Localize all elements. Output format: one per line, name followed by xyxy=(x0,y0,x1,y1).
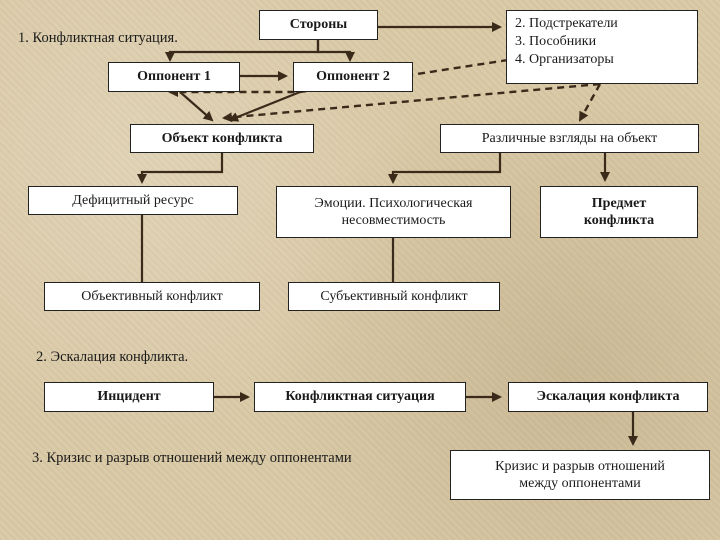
conflict-object-box: Объект конфликта xyxy=(130,124,314,153)
different-views-label: Различные взгляды на объект xyxy=(481,130,658,146)
incident-box: Инцидент xyxy=(44,382,214,412)
conflict-situation-box: Конфликтная ситуация xyxy=(254,382,466,412)
section-3-label: 3. Кризис и разрыв отношений между оппон… xyxy=(32,450,352,466)
section-1-label: 1. Конфликтная ситуация. xyxy=(18,30,178,46)
line-object-deficit xyxy=(137,152,224,184)
opponent-2-box: Оппонент 2 xyxy=(293,62,413,92)
section-2-label: 2. Эскалация конфликта. xyxy=(36,349,189,365)
emotions-box: Эмоции. Психологическая несовместимость xyxy=(276,186,511,238)
conflict-subject-box: Предмет конфликта xyxy=(540,186,698,238)
opponent-2-label: Оппонент 2 xyxy=(316,69,390,85)
arrow-opponent2-object xyxy=(228,90,301,122)
dashed-arrow-participants-views xyxy=(578,83,602,122)
arrow-opponent1-object xyxy=(179,91,214,122)
participant-accomplices: 3. Пособники xyxy=(515,34,597,50)
participant-organizers: 4. Организаторы xyxy=(515,52,614,68)
participant-instigators: 2. Подстрекатели xyxy=(515,16,618,31)
opponent-1-label: Оппонент 1 xyxy=(137,69,211,85)
escalation-label: Эскалация конфликта xyxy=(536,389,680,405)
objective-conflict-box: Объективный конфликт xyxy=(44,282,260,311)
arrow-parties-opponent1 xyxy=(165,40,320,62)
opponent-1-box: Оппонент 1 xyxy=(108,62,240,92)
dashed-arrow-participants-opponent1 xyxy=(168,58,509,97)
conflict-situation-label: Конфликтная ситуация xyxy=(285,389,435,405)
line-views-emotions xyxy=(388,153,502,184)
different-views-box: Различные взгляды на объект xyxy=(440,124,699,153)
crisis-line-2: между оппонентами xyxy=(519,476,641,491)
deficit-resource-box: Дефицитный ресурс xyxy=(28,186,238,215)
subjective-conflict-label: Субъективный конфликт xyxy=(320,288,468,304)
conflict-subject-line-1: Предмет xyxy=(591,195,647,211)
emotions-line-2: несовместимость xyxy=(341,213,446,228)
parties-label: Стороны xyxy=(289,17,348,33)
objective-conflict-label: Объективный конфликт xyxy=(81,288,223,304)
participants-box: 2. Подстрекатели 3. Пособники 4. Организ… xyxy=(506,10,698,84)
dashed-arrow-participants-object xyxy=(222,82,601,123)
parties-box: Стороны xyxy=(259,10,378,40)
deficit-resource-label: Дефицитный ресурс xyxy=(72,192,194,208)
conflict-subject-line-2: конфликта xyxy=(583,213,655,228)
conflict-object-label: Объект конфликта xyxy=(161,130,283,146)
subjective-conflict-box: Субъективный конфликт xyxy=(288,282,500,311)
arrow-parties-opponent2 xyxy=(316,40,355,62)
emotions-line-1: Эмоции. Психологическая xyxy=(314,195,473,211)
incident-label: Инцидент xyxy=(97,389,161,405)
crisis-line-1: Кризис и разрыв отношений xyxy=(495,458,665,474)
escalation-box: Эскалация конфликта xyxy=(508,382,708,412)
crisis-box: Кризис и разрыв отношений между оппонент… xyxy=(450,450,710,500)
